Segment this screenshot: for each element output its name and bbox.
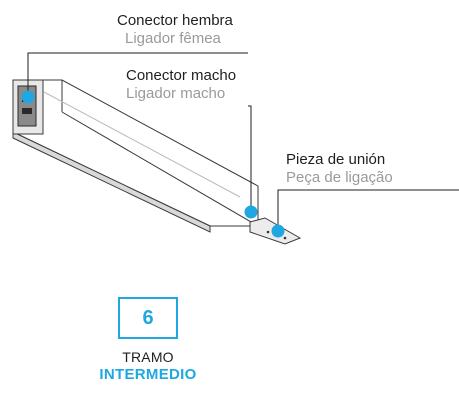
plate-hole xyxy=(283,236,287,240)
connector-pin xyxy=(22,108,32,114)
label-female-pt: Ligador fêmea xyxy=(125,30,221,47)
profile-shade-line xyxy=(43,91,241,198)
caption-line-1: TRAMO xyxy=(122,349,174,365)
callout-line-male xyxy=(248,105,252,212)
label-joint-es: Pieza de unión xyxy=(286,151,386,168)
label-joint-pt: Peça de ligação xyxy=(286,169,393,186)
marker-male xyxy=(244,205,258,219)
plate-hole xyxy=(266,230,270,234)
callout-lines xyxy=(27,52,459,231)
caption-line-2: INTERMEDIO xyxy=(99,366,197,383)
callout-line-joint xyxy=(277,189,459,231)
profile-body xyxy=(12,79,259,233)
marker-joint xyxy=(271,224,285,238)
profile-bottom xyxy=(12,131,211,233)
label-female-es: Conector hembra xyxy=(117,12,233,29)
female-connector xyxy=(12,79,44,135)
marker-female xyxy=(21,90,35,104)
section-number-badge: 6 xyxy=(118,297,178,339)
label-male-es: Conector macho xyxy=(126,67,237,84)
label-male-pt: Ligador macho xyxy=(126,85,226,102)
profile-edge xyxy=(61,111,259,227)
callout-line-female xyxy=(27,52,248,97)
